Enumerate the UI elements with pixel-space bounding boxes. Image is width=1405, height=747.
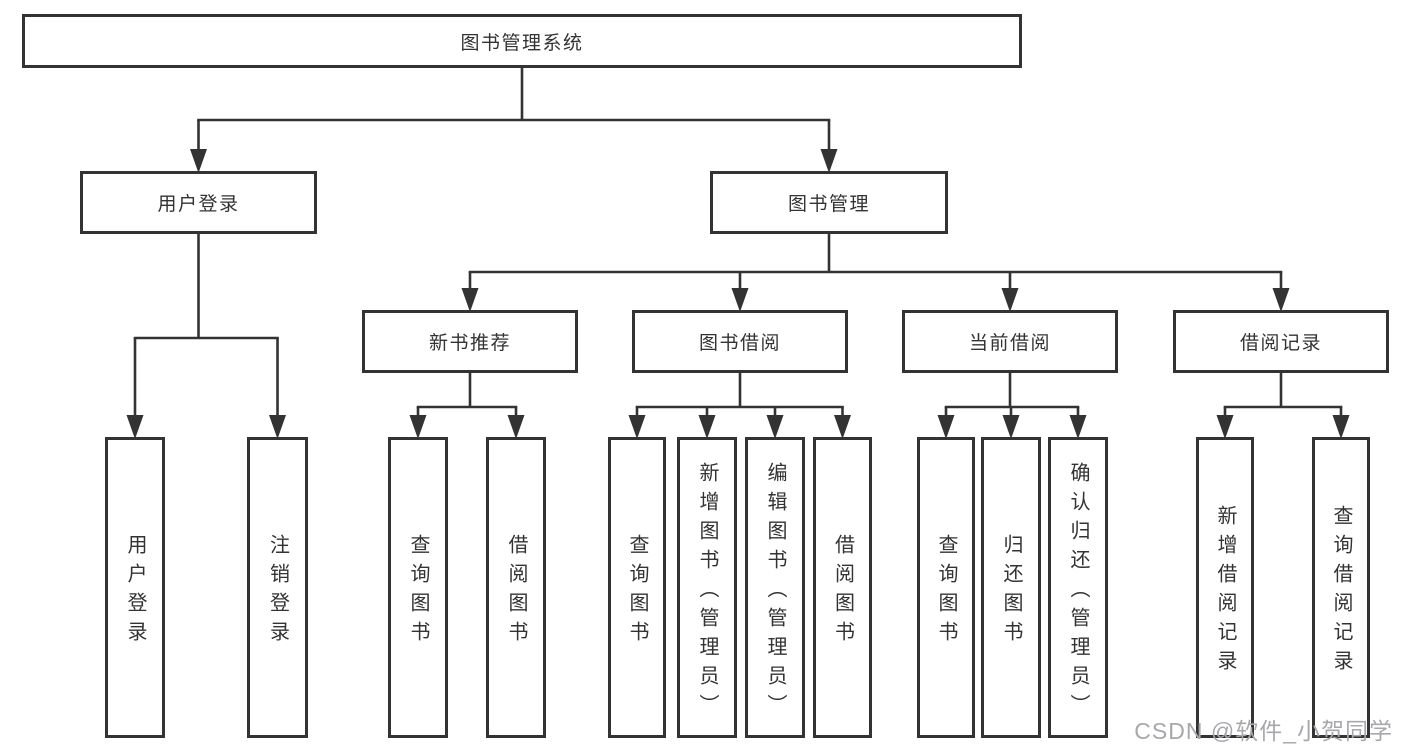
node-root: 图书管理系统 (22, 14, 1022, 68)
node-bw-borrow: 借阅图书 (813, 437, 872, 738)
node-label: 借阅图书 (505, 534, 527, 650)
node-cur-confirm: 确认归还（管理员） (1048, 437, 1108, 738)
arrowhead-down-icon (628, 415, 646, 439)
node-current: 当前借阅 (902, 310, 1118, 373)
arrowhead-down-icon (1332, 415, 1350, 439)
node-label: 查询图书 (935, 534, 957, 650)
node-label: 用户登录 (124, 534, 146, 650)
arrowhead-down-icon (731, 288, 749, 312)
node-label: 新增借阅记录 (1214, 505, 1236, 679)
node-label: 图书管理系统 (460, 32, 584, 54)
arrowhead-down-icon (409, 415, 427, 439)
node-mgmt: 图书管理 (710, 171, 948, 234)
node-label: 新书推荐 (428, 333, 511, 354)
node-label: 编辑图书（管理员） (764, 461, 786, 723)
node-bw-add: 新增图书（管理员） (677, 437, 737, 738)
node-logout: 注销登录 (247, 437, 308, 738)
node-label: 确认归还（管理员） (1067, 461, 1089, 723)
arrowhead-down-icon (937, 415, 955, 439)
node-label: 借阅记录 (1239, 333, 1322, 354)
node-label: 图书借阅 (698, 333, 781, 354)
arrowhead-down-icon (190, 149, 207, 173)
node-cur-query: 查询图书 (917, 437, 975, 738)
node-bw-edit: 编辑图书（管理员） (745, 437, 805, 738)
arrowhead-down-icon (1272, 288, 1290, 312)
arrowhead-down-icon (820, 149, 838, 173)
node-login: 用户登录 (80, 171, 317, 234)
node-newbook: 新书推荐 (362, 310, 578, 373)
arrowhead-down-icon (1001, 288, 1019, 312)
node-cur-return: 归还图书 (981, 437, 1041, 738)
node-label: 新增图书（管理员） (696, 461, 718, 723)
node-label: 归还图书 (1000, 534, 1022, 650)
node-label: 图书管理 (787, 194, 870, 215)
node-records: 借阅记录 (1173, 310, 1389, 373)
node-borrow: 图书借阅 (632, 310, 848, 373)
node-label: 查询图书 (626, 534, 648, 650)
node-label: 查询借阅记录 (1330, 505, 1352, 679)
node-bw-query: 查询图书 (608, 437, 666, 738)
node-label: 注销登录 (266, 534, 289, 650)
arrowhead-down-icon (834, 415, 851, 439)
arrowhead-down-icon (507, 415, 525, 439)
node-nb-borrow: 借阅图书 (486, 437, 546, 738)
arrowhead-down-icon (1069, 415, 1087, 439)
node-label: 查询图书 (407, 534, 429, 650)
node-rec-add: 新增借阅记录 (1196, 437, 1254, 738)
node-label: 借阅图书 (831, 534, 854, 650)
arrowhead-down-icon (698, 415, 716, 439)
node-user-login: 用户登录 (105, 437, 165, 738)
arrowhead-down-icon (126, 415, 144, 439)
node-nb-query: 查询图书 (388, 437, 448, 738)
arrowhead-down-icon (461, 288, 479, 312)
node-label: 用户登录 (157, 194, 240, 215)
arrowhead-down-icon (269, 415, 286, 439)
node-rec-query: 查询借阅记录 (1312, 437, 1370, 738)
arrowhead-down-icon (766, 415, 784, 439)
node-label: 当前借阅 (968, 333, 1051, 354)
arrowhead-down-icon (1216, 415, 1234, 439)
arrowhead-down-icon (1002, 415, 1020, 439)
